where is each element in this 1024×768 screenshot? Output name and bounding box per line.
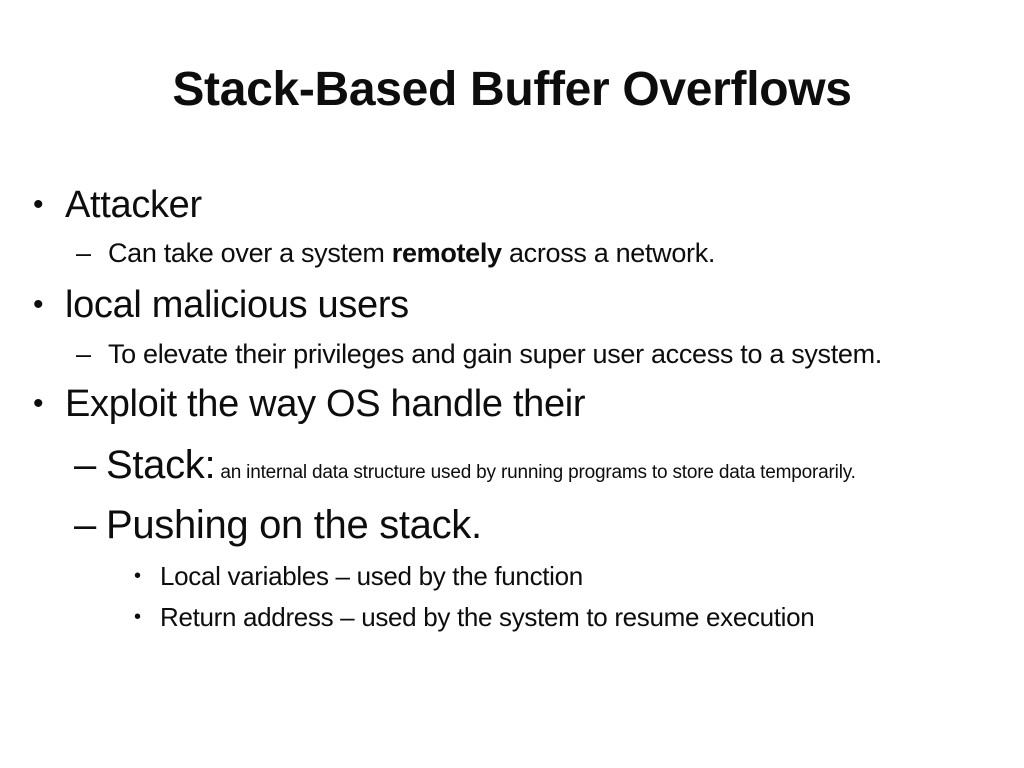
subbullet-text-bold: remotely xyxy=(391,237,502,268)
slide-body: • Attacker – Can take over a system remo… xyxy=(0,122,1024,635)
bullet-marker: • xyxy=(33,387,44,421)
subbullet-text-big: Stack: xyxy=(106,442,216,487)
subsubbullet-text: Return address – used by the system to r… xyxy=(160,601,815,632)
subbullet-text-pre: Can take over a system xyxy=(108,237,392,268)
subsubbullet-item-return-address: • Return address – used by the system to… xyxy=(0,601,1024,635)
subsubbullet-item-local-variables: • Local variables – used by the function xyxy=(0,560,1024,594)
subbullet-item-can-take-over: – Can take over a system remotely across… xyxy=(0,235,1024,271)
subbullet-item-elevate-privileges: – To elevate their privileges and gain s… xyxy=(0,336,1024,372)
dash-marker: – xyxy=(76,338,91,369)
dash-marker: – xyxy=(76,237,91,268)
subbullet-text-small: an internal data structure used by runni… xyxy=(215,461,856,483)
bullet-item-local-malicious-users: • local malicious users xyxy=(0,284,1024,328)
bullet-item-attacker: • Attacker xyxy=(0,184,1024,228)
bullet-marker: • xyxy=(134,605,141,628)
bullet-marker: • xyxy=(134,564,141,587)
bullet-item-exploit-os: • Exploit the way OS handle their xyxy=(0,383,1024,427)
subbullet-item-pushing-stack: – Pushing on the stack. xyxy=(0,502,1024,548)
dash-marker: – xyxy=(74,502,96,547)
bullet-text: Attacker xyxy=(65,184,202,226)
dash-marker: – xyxy=(74,442,96,487)
subbullet-text-post: across a network. xyxy=(501,237,716,268)
bullet-marker: • xyxy=(33,288,44,322)
subsubbullet-text: Local variables – used by the function xyxy=(160,560,583,591)
subbullet-text: To elevate their privileges and gain sup… xyxy=(108,338,882,369)
subbullet-text: Pushing on the stack. xyxy=(106,502,482,547)
slide-title: Stack-Based Buffer Overflows xyxy=(172,63,852,116)
bullet-text: Exploit the way OS handle their xyxy=(65,383,586,426)
bullet-marker: • xyxy=(33,188,44,221)
subbullet-item-stack-definition: – Stack: an internal data structure used… xyxy=(0,442,1024,488)
bullet-text: local malicious users xyxy=(65,284,409,327)
